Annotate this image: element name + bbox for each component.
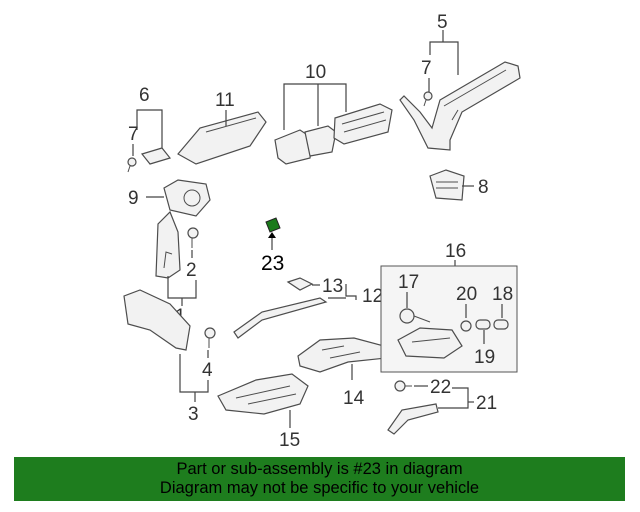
- footer-line-2: Diagram may not be specific to your vehi…: [159, 479, 480, 497]
- callout-17: 17: [398, 272, 419, 293]
- callout-7-upper: 7: [421, 58, 432, 79]
- callout-15: 15: [279, 430, 300, 451]
- part-11-illustration: [177, 111, 267, 165]
- part-17-illustration: [399, 308, 431, 324]
- part-2-clip-illustration: [187, 227, 199, 248]
- part-12-illustration: [233, 297, 328, 339]
- callout-13: 13: [322, 276, 343, 297]
- part-6-illustration: [140, 147, 172, 165]
- part-22-screw-illustration: [394, 380, 412, 392]
- part-21-illustration: [387, 403, 439, 435]
- part-4-clip-illustration: [204, 327, 216, 348]
- callout-6: 6: [139, 85, 150, 106]
- callout-9: 9: [128, 188, 139, 209]
- callout-21: 21: [476, 393, 497, 414]
- callout-22: 22: [430, 377, 451, 398]
- part-8-illustration: [429, 169, 465, 201]
- part-15-illustration: [217, 373, 309, 415]
- part-1-lower-illustration: [123, 289, 191, 351]
- callout-12: 12: [362, 286, 383, 307]
- callout-19: 19: [474, 347, 495, 368]
- part-9-illustration: [163, 179, 211, 217]
- screw-7-upper-illustration: [423, 91, 433, 107]
- callout-5: 5: [437, 12, 448, 33]
- callout-3: 3: [188, 404, 199, 425]
- callout-4: 4: [202, 360, 213, 381]
- callout-10: 10: [305, 62, 326, 83]
- callout-2: 2: [186, 260, 197, 281]
- part-20-illustration: [460, 320, 472, 332]
- footer-banner: Part or sub-assembly is #23 in diagram D…: [14, 457, 625, 501]
- callout-18: 18: [492, 284, 513, 305]
- screw-7-left-illustration: [127, 157, 137, 173]
- callout-16: 16: [445, 241, 466, 262]
- footer-line-1: Part or sub-assembly is #23 in diagram: [176, 460, 463, 478]
- callout-23: 23: [261, 252, 284, 275]
- callout-14: 14: [343, 388, 365, 409]
- part-16-console-illustration: [397, 327, 463, 359]
- part-18-illustration: [475, 319, 509, 330]
- part-5-illustration: [399, 61, 521, 151]
- callout-20: 20: [456, 284, 477, 305]
- leader-5: [429, 30, 459, 75]
- part-14-illustration: [297, 337, 387, 373]
- part-1-upper-illustration: [155, 210, 181, 279]
- part-13-illustration: [286, 277, 314, 291]
- part-10-illustration: [274, 103, 393, 165]
- callout-7-left: 7: [128, 124, 139, 145]
- leader-10: [283, 83, 347, 130]
- callout-11: 11: [215, 90, 235, 111]
- parts-diagram: 5 7 10 11 6 7 9: [123, 12, 521, 451]
- callout-8: 8: [478, 177, 489, 198]
- part-23-illustration[interactable]: [265, 217, 281, 233]
